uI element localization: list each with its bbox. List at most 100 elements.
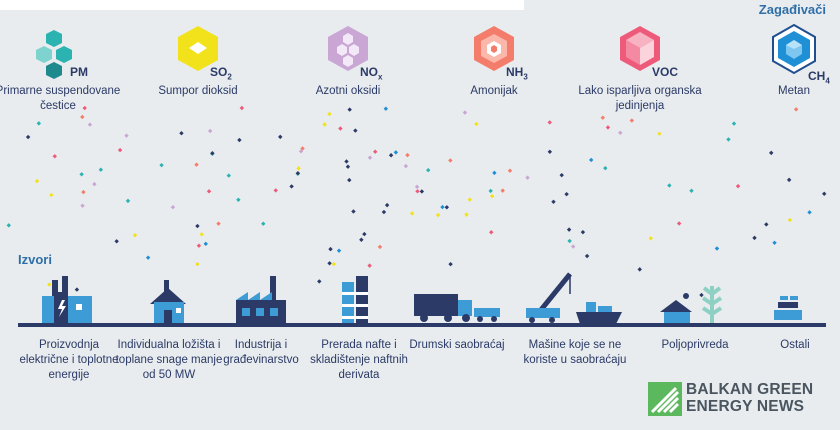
brand-line-1: BALKAN GREEN bbox=[686, 381, 814, 398]
particle bbox=[328, 246, 333, 252]
particle bbox=[82, 105, 87, 111]
sources-title: Izvori bbox=[18, 252, 52, 267]
particle bbox=[393, 150, 399, 155]
pollutant-ch4: CH4 Metan bbox=[734, 22, 840, 97]
source-label: Prerada nafte i skladištenje naftnih der… bbox=[310, 339, 408, 381]
particle bbox=[170, 205, 176, 210]
bgen-logo-icon bbox=[648, 382, 682, 416]
house-heating-icon bbox=[150, 280, 186, 324]
particle bbox=[657, 131, 662, 136]
source-label: Poljoprivreda bbox=[661, 339, 729, 351]
particle bbox=[347, 177, 352, 183]
particle bbox=[195, 223, 200, 229]
particle bbox=[203, 241, 208, 247]
particle bbox=[114, 239, 119, 244]
pollutant-voc: VOC Lako isparljiva organska jedinjenja bbox=[578, 22, 702, 112]
particle bbox=[145, 255, 151, 260]
particle bbox=[489, 230, 494, 235]
particle bbox=[676, 221, 682, 226]
particle bbox=[117, 147, 123, 153]
particle bbox=[338, 126, 343, 131]
particle bbox=[34, 178, 40, 184]
particle bbox=[296, 166, 301, 171]
particle bbox=[81, 189, 86, 195]
particle bbox=[629, 118, 635, 123]
other-icon bbox=[774, 296, 802, 320]
particle bbox=[547, 149, 553, 154]
pollutant-label: Sumpor dioksid bbox=[158, 85, 238, 97]
particle bbox=[699, 292, 704, 298]
particle bbox=[47, 282, 52, 287]
source-label: Industrija i građevinarstvo bbox=[223, 339, 299, 366]
particle bbox=[426, 167, 431, 173]
particle bbox=[415, 189, 420, 194]
source-label: Drumski saobraćaj bbox=[409, 339, 505, 351]
particle bbox=[605, 125, 611, 130]
particle bbox=[237, 137, 242, 143]
pollutant-symbol: VOC bbox=[652, 65, 679, 79]
particle bbox=[764, 222, 769, 227]
particle bbox=[409, 211, 415, 216]
power-plant-icon bbox=[42, 276, 92, 324]
particle bbox=[489, 193, 495, 199]
particle bbox=[589, 157, 594, 163]
particle bbox=[6, 223, 11, 228]
particle bbox=[351, 209, 356, 214]
particle bbox=[207, 128, 213, 134]
particle bbox=[206, 189, 212, 194]
particle bbox=[80, 114, 85, 120]
particle bbox=[822, 191, 827, 196]
particle bbox=[566, 227, 572, 232]
particle bbox=[295, 171, 301, 176]
particle bbox=[347, 107, 352, 112]
particle bbox=[377, 244, 383, 250]
particle bbox=[239, 105, 245, 111]
particle bbox=[474, 121, 479, 127]
oil-refinery-icon bbox=[342, 276, 368, 324]
particle bbox=[226, 173, 231, 178]
particle bbox=[216, 221, 221, 226]
particle bbox=[159, 162, 164, 168]
particle bbox=[618, 130, 623, 135]
crane-ship-icon bbox=[526, 272, 622, 324]
particle bbox=[79, 172, 84, 177]
particle bbox=[92, 181, 97, 187]
particle bbox=[49, 192, 54, 198]
factory-icon bbox=[236, 276, 286, 324]
pollutant-label: Lako isparljiva organska jedinjenja bbox=[578, 85, 702, 112]
particle bbox=[769, 150, 774, 156]
brand-line-2: ENERGY NEWS bbox=[686, 398, 805, 415]
pollutant-symbol: SO2 bbox=[210, 65, 232, 82]
pollutant-symbol: PM bbox=[70, 65, 88, 79]
particle bbox=[419, 189, 425, 194]
particle bbox=[353, 128, 358, 133]
particle bbox=[603, 165, 608, 171]
particle bbox=[80, 203, 85, 208]
so2-icon bbox=[178, 26, 218, 71]
particle bbox=[444, 205, 450, 210]
pollutant-label: Amonijak bbox=[470, 85, 518, 97]
particle bbox=[714, 246, 720, 251]
particle bbox=[726, 137, 731, 142]
particle bbox=[570, 244, 576, 249]
particle bbox=[278, 134, 283, 140]
pollutant-nh3: NH3 Amonijak bbox=[434, 22, 554, 97]
particle bbox=[787, 217, 793, 223]
particle bbox=[752, 235, 757, 241]
particle bbox=[336, 248, 342, 253]
particle bbox=[793, 107, 799, 112]
page-title: Zagađivači bbox=[758, 2, 826, 17]
particle bbox=[381, 209, 387, 215]
pollutant-symbol: NH3 bbox=[506, 65, 528, 82]
particle bbox=[383, 106, 389, 111]
voc-icon bbox=[620, 26, 660, 71]
particle bbox=[500, 188, 505, 193]
source-label: Mašine koje se ne koriste u saobraćaju bbox=[523, 339, 627, 366]
pollutant-symbol: CH4 bbox=[808, 69, 830, 86]
particle bbox=[689, 188, 694, 193]
particle bbox=[196, 243, 202, 248]
pollutant-pm: PM Primarne suspendovane čestice bbox=[0, 22, 120, 112]
particle bbox=[551, 199, 556, 204]
truck-car-icon bbox=[414, 294, 500, 322]
